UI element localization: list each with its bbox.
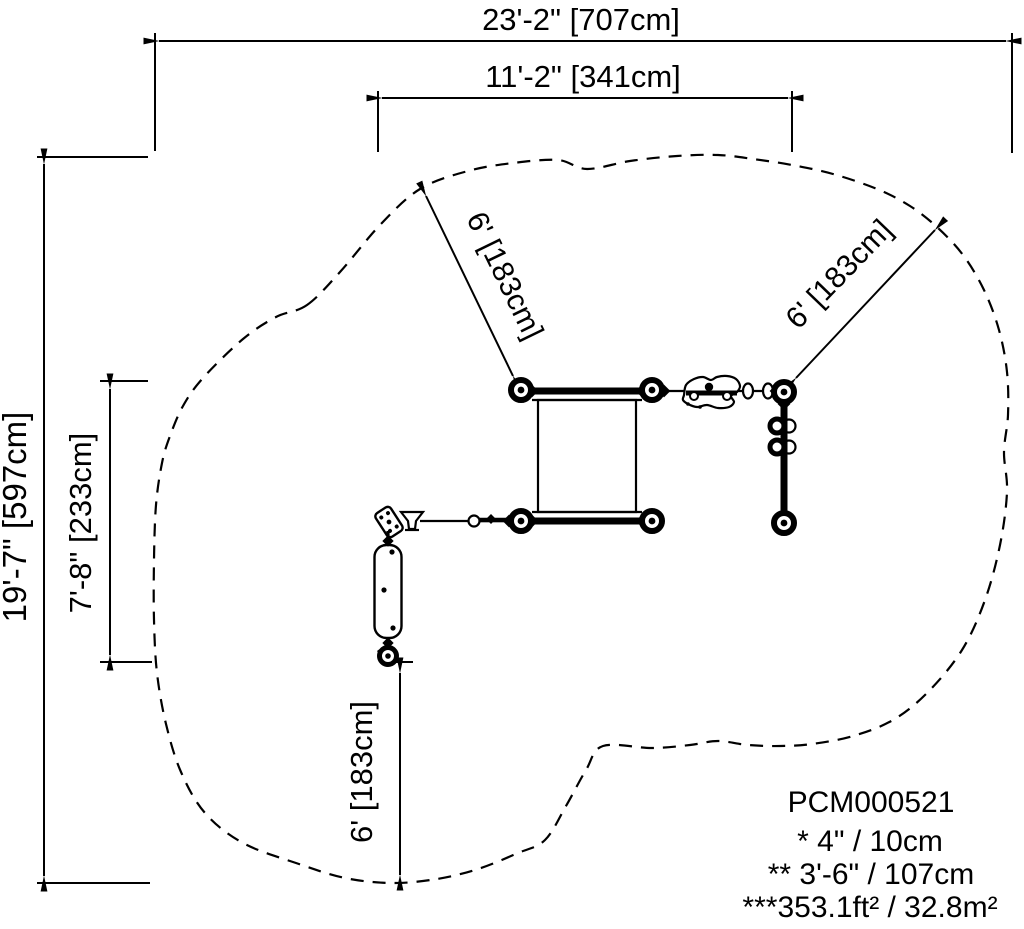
support-posts — [377, 377, 797, 667]
use-zone-top-right-label: 6' [183cm] — [780, 213, 899, 335]
climber-hole — [722, 391, 732, 401]
dimension-line — [782, 216, 949, 392]
title-block: PCM000521 * 4" / 10cm ** 3'-6" / 107cm *… — [742, 786, 997, 924]
play-structure — [373, 374, 797, 667]
use-zone-boundary — [152, 153, 1010, 885]
climber-hole — [689, 391, 699, 401]
connector-diamond — [486, 514, 496, 524]
hand-loop — [741, 382, 755, 400]
climber-rail — [662, 374, 776, 410]
bar-connectors — [382, 384, 791, 649]
note-line-3: ***353.1ft² / 32.8m² — [742, 891, 997, 924]
post — [508, 377, 534, 403]
right-rail — [767, 403, 797, 515]
use-zone-bottom-label: 6' [183cm] — [344, 701, 379, 843]
dimension-use-zone-top-right: 6' [183cm] — [780, 213, 949, 392]
dimension-line — [416, 180, 523, 392]
swing-hanger-ring — [781, 418, 797, 434]
inner-width-label: 11'-2" [341cm] — [485, 59, 681, 94]
telescope-funnel — [398, 510, 426, 531]
slide-bolt — [381, 587, 387, 593]
deck-platform — [532, 387, 642, 525]
overall-width-label: 23'-2" [707cm] — [482, 2, 680, 37]
dimension-use-zone-top-left: 6' [183cm] — [416, 180, 550, 392]
swing-hanger-ring — [767, 416, 787, 436]
climber-bolt — [698, 405, 702, 409]
dimension-inner-depth: 7'-8" [233cm] — [63, 373, 152, 671]
climber-bolt — [704, 382, 714, 392]
swing-hanger-ring — [767, 437, 787, 457]
dimension-overall-width: 23'-2" [707cm] — [143, 2, 1022, 153]
note-line-2: ** 3'-6" / 107cm — [768, 858, 974, 891]
deck-outline — [536, 398, 638, 514]
dimension-overall-depth: 19'-7" [597cm] — [0, 148, 150, 892]
slide-body — [373, 543, 403, 640]
post — [771, 379, 797, 405]
dimension-inner-width: 11'-2" [341cm] — [366, 59, 804, 152]
rail-ring — [467, 514, 481, 528]
note-line-1: * 4" / 10cm — [797, 825, 943, 858]
dimension-use-zone-bottom: 6' [183cm] — [344, 657, 413, 891]
climber-bolt — [686, 402, 690, 406]
post — [639, 508, 665, 534]
post — [508, 508, 534, 534]
post — [377, 645, 399, 667]
post — [771, 510, 797, 536]
post — [639, 377, 665, 403]
model-number: PCM000521 — [788, 786, 955, 819]
overall-depth-label: 19'-7" [597cm] — [0, 412, 33, 623]
steering-panel — [374, 505, 404, 539]
slide-bolt — [389, 549, 395, 555]
slide-bolt — [390, 625, 396, 631]
swing-hanger-ring — [781, 439, 797, 455]
use-zone-top-left-label: 6' [183cm] — [460, 207, 550, 345]
inner-depth-label: 7'-8" [233cm] — [63, 433, 98, 614]
bottom-rail — [373, 505, 508, 661]
